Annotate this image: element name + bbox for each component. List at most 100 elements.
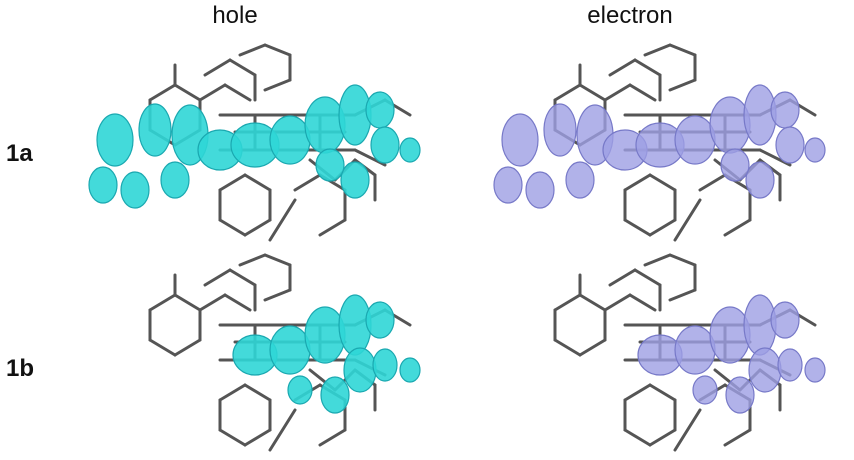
orbital-lobe bbox=[138, 103, 172, 157]
bond bbox=[623, 218, 652, 237]
orbital-lobe bbox=[565, 161, 595, 199]
orbital-lobe bbox=[770, 91, 800, 129]
isosurface bbox=[232, 294, 421, 414]
isosurface bbox=[493, 84, 826, 209]
orbital-lobe bbox=[804, 357, 826, 383]
orbital-lobe bbox=[804, 137, 826, 163]
bond bbox=[203, 268, 232, 287]
bond bbox=[648, 173, 677, 192]
bond bbox=[263, 288, 292, 302]
bond bbox=[148, 83, 177, 102]
bond bbox=[553, 293, 582, 312]
bond bbox=[263, 43, 292, 57]
bond bbox=[223, 293, 252, 312]
orbital-lobe bbox=[399, 357, 421, 383]
orbital-lobe bbox=[96, 113, 134, 167]
isosurface bbox=[637, 294, 826, 414]
bond bbox=[243, 173, 272, 192]
bond bbox=[723, 218, 752, 237]
column-header-electron: electron bbox=[587, 2, 673, 29]
bond bbox=[238, 43, 267, 57]
molecule-skeleton bbox=[553, 253, 817, 452]
orbital-lobe bbox=[709, 96, 751, 154]
bond bbox=[623, 383, 652, 402]
orbital-lobe bbox=[775, 126, 805, 164]
bond bbox=[643, 43, 672, 57]
bond bbox=[243, 428, 272, 447]
orbital-lobe bbox=[88, 166, 118, 204]
bond bbox=[243, 218, 272, 237]
bond bbox=[318, 428, 347, 447]
orbital-lobe bbox=[501, 113, 539, 167]
bond bbox=[628, 293, 657, 312]
orbital-lobe bbox=[320, 376, 350, 414]
bond bbox=[578, 83, 607, 102]
bond bbox=[263, 78, 292, 92]
bond bbox=[218, 173, 247, 192]
orbital-lobe bbox=[315, 148, 345, 182]
bond bbox=[203, 58, 232, 77]
orbital-lobe bbox=[674, 115, 716, 165]
column-header-hole: hole bbox=[212, 2, 258, 29]
bond bbox=[633, 58, 662, 77]
bond bbox=[148, 293, 177, 312]
orbital-lobe bbox=[365, 91, 395, 129]
bond bbox=[173, 83, 202, 102]
orbital-lobe bbox=[720, 148, 750, 182]
bond bbox=[318, 218, 347, 237]
orbital-lobe bbox=[709, 306, 751, 364]
bond bbox=[603, 293, 632, 312]
bond bbox=[148, 338, 177, 357]
molecule-render bbox=[493, 43, 826, 242]
orbital-lobe bbox=[304, 96, 346, 154]
bond bbox=[218, 218, 247, 237]
bond bbox=[623, 428, 652, 447]
bond bbox=[623, 173, 652, 192]
bond bbox=[228, 58, 257, 77]
orbital-lobe bbox=[674, 325, 716, 375]
bond bbox=[643, 253, 672, 267]
bond bbox=[698, 173, 727, 192]
orbital-lobe bbox=[160, 161, 190, 199]
panel-1a-electron bbox=[460, 40, 830, 250]
orbital-lobe bbox=[543, 103, 577, 157]
orbital-lobe bbox=[493, 166, 523, 204]
orbital-lobe bbox=[269, 115, 311, 165]
molecule-render bbox=[88, 43, 421, 242]
orbital-lobe bbox=[370, 126, 400, 164]
bond bbox=[668, 253, 697, 267]
bond bbox=[293, 173, 322, 192]
orbital-lobe bbox=[692, 375, 718, 405]
row-label-1a: 1a bbox=[6, 140, 33, 167]
bond bbox=[553, 338, 582, 357]
orbital-lobe bbox=[725, 376, 755, 414]
bond bbox=[673, 198, 702, 242]
orbital-lobe bbox=[304, 306, 346, 364]
panel-1a-hole bbox=[55, 40, 425, 250]
molecule-render bbox=[553, 253, 826, 452]
bond bbox=[238, 253, 267, 267]
bond bbox=[198, 83, 227, 102]
orbital-lobe bbox=[525, 171, 555, 209]
bond bbox=[608, 58, 637, 77]
bond bbox=[578, 338, 607, 357]
bond bbox=[648, 218, 677, 237]
orbital-lobe bbox=[777, 348, 803, 382]
bond bbox=[218, 428, 247, 447]
orbital-lobe bbox=[399, 137, 421, 163]
orbital-lobe bbox=[340, 161, 370, 199]
bond bbox=[228, 268, 257, 287]
orbital-lobe bbox=[770, 301, 800, 339]
bond bbox=[668, 78, 697, 92]
bond bbox=[223, 83, 252, 102]
orbital-lobe bbox=[372, 348, 398, 382]
orbital-lobe bbox=[365, 301, 395, 339]
bond bbox=[673, 408, 702, 452]
orbital-lobe bbox=[748, 347, 782, 393]
bond bbox=[243, 383, 272, 402]
bond bbox=[633, 268, 662, 287]
bond bbox=[173, 293, 202, 312]
bond bbox=[173, 338, 202, 357]
molecule-render bbox=[148, 253, 421, 452]
bond bbox=[198, 293, 227, 312]
